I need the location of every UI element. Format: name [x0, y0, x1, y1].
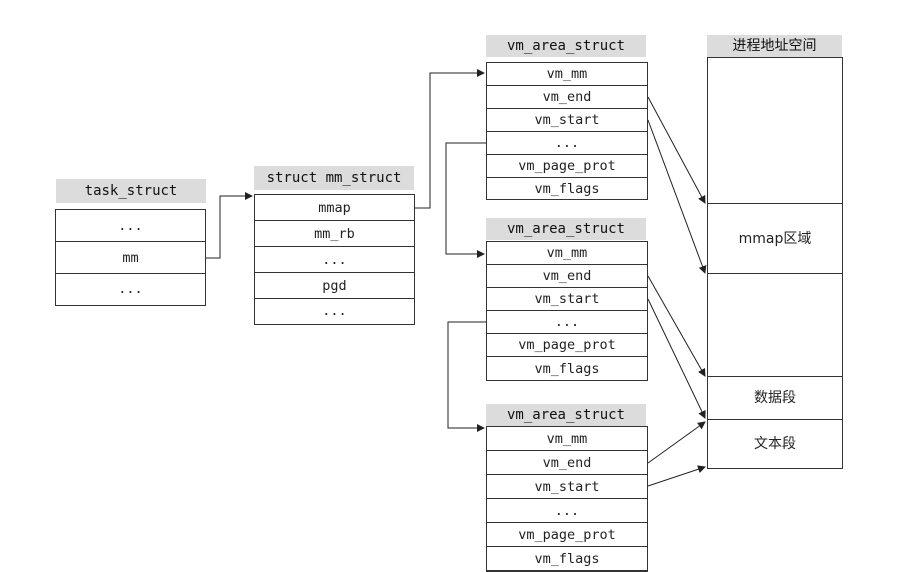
task-struct-row-mm: mm: [56, 242, 205, 274]
vma1-row-vm-start: vm_start: [487, 109, 647, 132]
address-space-region-top: [708, 58, 842, 204]
mm-struct-row-mm-rb: mm_rb: [255, 221, 414, 247]
vma2-row-ellipsis: ...: [487, 311, 647, 334]
vma3-row-vm-mm: vm_mm: [487, 427, 647, 451]
arrow-vma2-end: [647, 275, 706, 377]
vma1-row-vm-end: vm_end: [487, 86, 647, 109]
vma2-row-vm-flags: vm_flags: [534, 361, 600, 377]
mm-struct-row-mmap: mmap: [255, 195, 414, 221]
task-struct-row: ...: [118, 281, 143, 297]
vma1-row-vm-page-prot: vm_page_prot: [487, 155, 647, 178]
mm-struct-title: struct mm_struct: [254, 166, 414, 190]
vma1-title: vm_area_struct: [486, 35, 646, 57]
arrow-vma1-start: [647, 119, 707, 274]
address-space-region-data: 数据段: [708, 377, 842, 420]
arrow-vma3-start: [647, 465, 706, 487]
vma3-row-vm-flags: vm_flags: [487, 547, 647, 571]
mm-struct-row: ...: [322, 303, 347, 319]
arrow-vma1-next-to-vma2: [445, 142, 486, 258]
task-struct-box: ... mm ...: [55, 209, 206, 306]
vma3-row-vm-start: vm_start: [487, 475, 647, 499]
vma2-row-vm-mm: vm_mm: [487, 242, 647, 265]
arrow-vma2-start: [647, 298, 706, 419]
vma2-row-vm-end: vm_end: [487, 265, 647, 288]
address-space-title: 进程地址空间: [707, 35, 842, 57]
address-space-region-gap: [708, 274, 842, 377]
vma3-row-vm-end: vm_end: [487, 451, 647, 475]
vma1-row-ellipsis: ...: [487, 132, 647, 155]
arrow-mmap-to-vma1: [414, 69, 485, 209]
vma2-box: vm_mm vm_end vm_start ... vm_page_prot v…: [486, 241, 648, 381]
vma1-row-vm-mm: vm_mm: [487, 63, 647, 86]
mm-struct-row-pgd: pgd: [255, 273, 414, 299]
vma3-row-ellipsis: ...: [487, 499, 647, 523]
vma2-title: vm_area_struct: [486, 218, 646, 240]
vma3-title: vm_area_struct: [486, 404, 646, 426]
vma1-row-vm-flags: vm_flags: [534, 181, 600, 197]
vma1-box: vm_mm vm_end vm_start ... vm_page_prot v…: [486, 62, 648, 200]
arrow-vma1-end: [647, 96, 706, 204]
address-space-region-text: 文本段: [754, 436, 796, 452]
arrow-mm-to-mm-struct: [206, 192, 253, 259]
arrow-vma3-end: [647, 421, 706, 464]
task-struct-row: ...: [56, 210, 205, 242]
arrow-vma2-next-to-vma3: [447, 321, 486, 432]
vma3-row-vm-page-prot: vm_page_prot: [487, 523, 647, 547]
task-struct-title: task_struct: [56, 179, 206, 203]
mm-struct-row: ...: [255, 247, 414, 273]
vma2-row-vm-page-prot: vm_page_prot: [487, 334, 647, 357]
address-space-box: mmap区域 数据段 文本段: [707, 57, 843, 469]
vma2-row-vm-start: vm_start: [487, 288, 647, 311]
address-space-region-mmap: mmap区域: [708, 204, 842, 274]
vma3-box: vm_mm vm_end vm_start ... vm_page_prot v…: [486, 426, 648, 572]
mm-struct-box: mmap mm_rb ... pgd ...: [254, 194, 415, 325]
